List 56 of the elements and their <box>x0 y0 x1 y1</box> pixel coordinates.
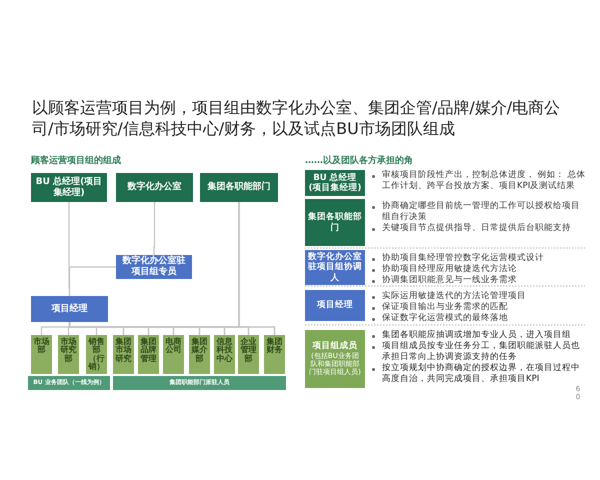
role-box <box>305 330 365 388</box>
member-box <box>238 335 259 374</box>
bullet-text: 保证数字化运营模式的最终落地 <box>382 313 508 324</box>
box-label: 集团各职能部门 <box>308 212 362 233</box>
member-box <box>264 335 285 374</box>
bullet-text: 关键项目节点提供指导、日常提供后台职能支持 <box>382 223 571 234</box>
box-label: 集团财务 <box>266 338 283 355</box>
member-box <box>163 335 184 374</box>
section-heading: 顾客运营项目组的组成 <box>31 154 121 167</box>
box-label: 销售部（行销） <box>88 338 105 372</box>
team-bar <box>113 376 286 390</box>
box-label: 项目经理 <box>317 300 353 311</box>
box-label: 数字化办公室驻项目组专员 <box>122 256 186 278</box>
role-box <box>305 290 365 321</box>
connector-line <box>238 202 276 335</box>
box-label: 市场研究部 <box>60 338 77 364</box>
bullet-text: 保证项目输出与业务需求的匹配 <box>382 302 508 312</box>
bullet-text: 按立项规划中协商确定的授权边界，在项目过程中高度自治，共同完成项目、承担项目KPI <box>382 363 580 384</box>
bullet-text: 实际运用敏捷迭代的方法论管理项目 <box>382 291 526 301</box>
member-box <box>189 335 210 374</box>
bullet-text: 协调集团职能意见与一线业务需求 <box>382 275 517 286</box>
bullet-text: 审核项目阶段性产出，控制总体进度， 例如： 总体工作计划、跨平台投放方案、项目KPI及测试结果 <box>382 170 586 192</box>
section-heading: ……以及团队各方承担的角 <box>305 154 413 167</box>
box-label: 项目组成员 <box>312 341 358 352</box>
bullet-text: 协助项目经理应用敏捷迭代方法论 <box>382 264 517 274</box>
title: 以顾客运营项目为例，项目组由数字化办公室、集团企管/品牌/媒介/电商公司/市场研究/信息科技中心/财务，以及试点BU市场团队组成 <box>32 98 562 140</box>
box-label: BU 总经理(项目集经理) <box>308 172 362 194</box>
org-box <box>116 173 193 202</box>
bullet-text: 集团各职能应抽调或增加专业人员，进入项目组 <box>382 330 571 340</box>
member-box <box>31 335 52 374</box>
team-bar <box>28 376 110 390</box>
bullet-text: 项目组成员按专业任务分工，集团职能派驻人员也承担日常向上协调资源支持的任务 <box>382 341 580 362</box>
box-label: 集团市场研究 <box>115 338 132 364</box>
bullet-text: 协助项目集经理管控数字化运营模式设计 <box>382 253 544 263</box>
member-box <box>214 335 235 374</box>
role-box <box>305 199 365 246</box>
bullet-text: 协商确定哪些目前统一管理的工作可以授权给项目组自行决策 <box>382 201 580 222</box>
connector-line <box>68 266 116 296</box>
box-label: 集团媒介部 <box>191 338 208 364</box>
member-box <box>138 335 159 374</box>
connector-line <box>153 202 156 255</box>
member-box <box>58 335 79 374</box>
box-label: 电商公司 <box>165 338 182 355</box>
box-label: 集团各职能部门 <box>208 182 270 193</box>
box-label: BU 总经理(项目集经理) <box>34 176 104 198</box>
org-box <box>116 255 192 279</box>
org-box <box>31 296 108 322</box>
box-label: 数字化办公室 <box>128 182 182 193</box>
box-label: 数字化办公室驻项目组协调人 <box>308 252 362 283</box>
box-label: 项目经理 <box>52 304 88 314</box>
box-label: 市场部 <box>33 338 50 355</box>
box-label: 企业管理部 <box>240 338 257 364</box>
box-label: 信息科技中心 <box>216 338 233 364</box>
member-box <box>113 335 134 374</box>
org-box <box>200 173 278 202</box>
box-label: 集团品牌管理 <box>140 338 157 364</box>
